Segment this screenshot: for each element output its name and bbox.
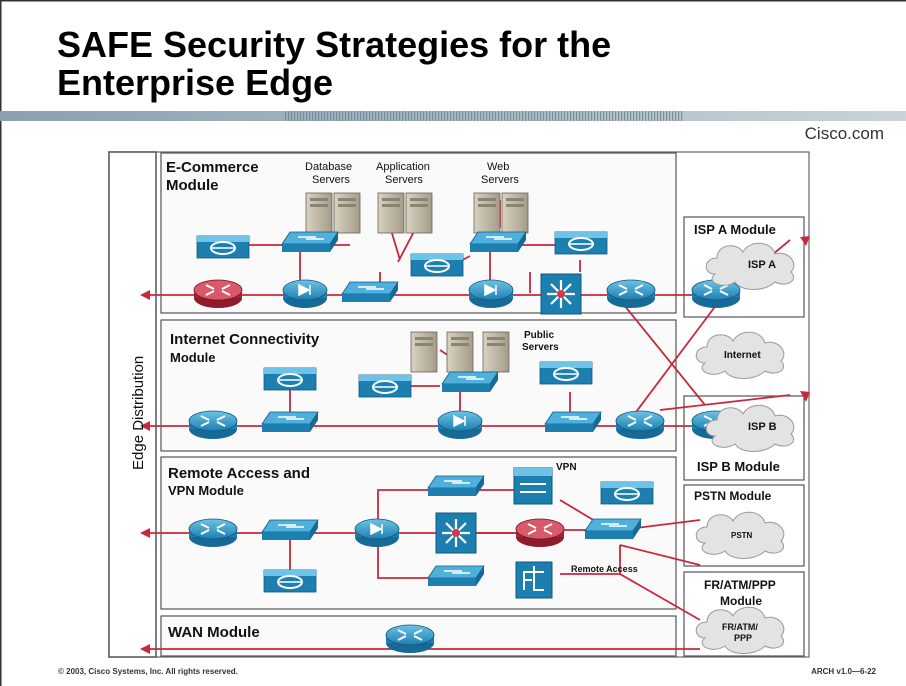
brand-text: Cisco.com — [804, 124, 884, 143]
database-server-2 — [333, 192, 361, 234]
web-server-1 — [473, 192, 501, 234]
fr-module-label-2: Module — [720, 594, 762, 608]
public-server-2 — [446, 331, 474, 373]
ecommerce-switch-3 — [341, 281, 399, 303]
remote-edge-router — [188, 518, 238, 548]
remote-title-line2: VPN Module — [168, 483, 244, 498]
slide-title-line1: SAFE Security Strategies for the — [57, 24, 612, 65]
web-server-2 — [501, 192, 529, 234]
fr-cloud-label-1: FR/ATM/ — [722, 622, 758, 632]
pstn-cloud-label: PSTN — [731, 531, 753, 540]
ecommerce-title-line2: Module — [166, 177, 219, 194]
internet-title-line2: Module — [170, 350, 216, 365]
slide-id-text: ARCH v1.0—6-22 — [811, 667, 876, 676]
public-server-1 — [410, 331, 438, 373]
remote-l3-switch — [434, 511, 478, 555]
ecommerce-firewall-1 — [282, 279, 328, 309]
remote-ids-2 — [600, 481, 654, 505]
application-server-2 — [405, 192, 433, 234]
internet-title-line1: Internet Connectivity — [170, 331, 320, 348]
internet-firewall — [437, 410, 483, 440]
ecommerce-ids-2 — [410, 253, 464, 277]
slide-title-line2: Enterprise Edge — [57, 62, 334, 103]
vpn-label: VPN — [556, 462, 577, 473]
vpn-concentrator — [513, 467, 553, 505]
fr-module-label-1: FR/ATM/PPP — [704, 578, 776, 592]
web-servers-label-2: Servers — [481, 174, 519, 186]
isp-a-label: ISP A — [748, 259, 776, 271]
isp-b-module-label: ISP B Module — [697, 459, 780, 474]
internet-switch-2 — [261, 411, 319, 433]
remote-ids-1 — [263, 569, 317, 593]
internet-router — [615, 410, 665, 440]
isp-b-label: ISP B — [748, 421, 777, 433]
internet-switch-1 — [441, 371, 499, 393]
slide-title: SAFE Security Strategies for the Enterpr… — [57, 26, 757, 102]
internet-switch-3 — [544, 411, 602, 433]
internet-edge-router — [188, 410, 238, 440]
pstn-module-label: PSTN Module — [694, 489, 772, 503]
remote-switch-1 — [261, 519, 319, 541]
database-servers-label-2: Servers — [312, 174, 350, 186]
internet-ids-3 — [539, 361, 593, 385]
ecommerce-switch-1 — [281, 231, 339, 253]
remote-switch-4 — [584, 518, 642, 540]
remote-access-label: Remote Access — [571, 564, 638, 574]
database-servers-label-1: Database — [305, 161, 352, 173]
ecommerce-router — [606, 279, 656, 309]
remote-switch-2 — [427, 475, 485, 497]
internet-cloud-label: Internet — [724, 350, 761, 361]
isp-a-module-label: ISP A Module — [694, 222, 776, 237]
wan-router — [385, 624, 435, 654]
internet-ids-2 — [358, 374, 412, 398]
database-server-1 — [305, 192, 333, 234]
access-server — [515, 561, 553, 599]
remote-firewall — [354, 518, 400, 548]
public-server-3 — [482, 331, 510, 373]
remote-switch-3 — [427, 565, 485, 587]
ecommerce-title-line1: E-Commerce — [166, 159, 259, 176]
fr-cloud-label-2: PPP — [734, 633, 752, 643]
ecommerce-switch-2 — [469, 231, 527, 253]
edge-distribution-bar — [108, 151, 157, 658]
application-servers-label-2: Servers — [385, 174, 423, 186]
edge-distribution-label: Edge Distribution — [130, 356, 147, 470]
ecommerce-firewall-2 — [468, 279, 514, 309]
remote-red-router — [515, 518, 565, 548]
ecommerce-edge-router — [193, 279, 243, 309]
web-servers-label-1: Web — [487, 161, 509, 173]
ecommerce-ids-3 — [554, 231, 608, 255]
public-servers-label-2: Servers — [522, 342, 559, 353]
application-server-1 — [377, 192, 405, 234]
copyright-text: © 2003, Cisco Systems, Inc. All rights r… — [58, 667, 238, 676]
ecommerce-ids-1 — [196, 235, 250, 259]
application-servers-label-1: Application — [376, 161, 430, 173]
internet-ids-1 — [263, 367, 317, 391]
wan-title: WAN Module — [168, 624, 260, 641]
public-servers-label-1: Public — [524, 330, 554, 341]
ecommerce-l3-switch — [539, 272, 583, 316]
remote-title-line1: Remote Access and — [168, 465, 310, 482]
